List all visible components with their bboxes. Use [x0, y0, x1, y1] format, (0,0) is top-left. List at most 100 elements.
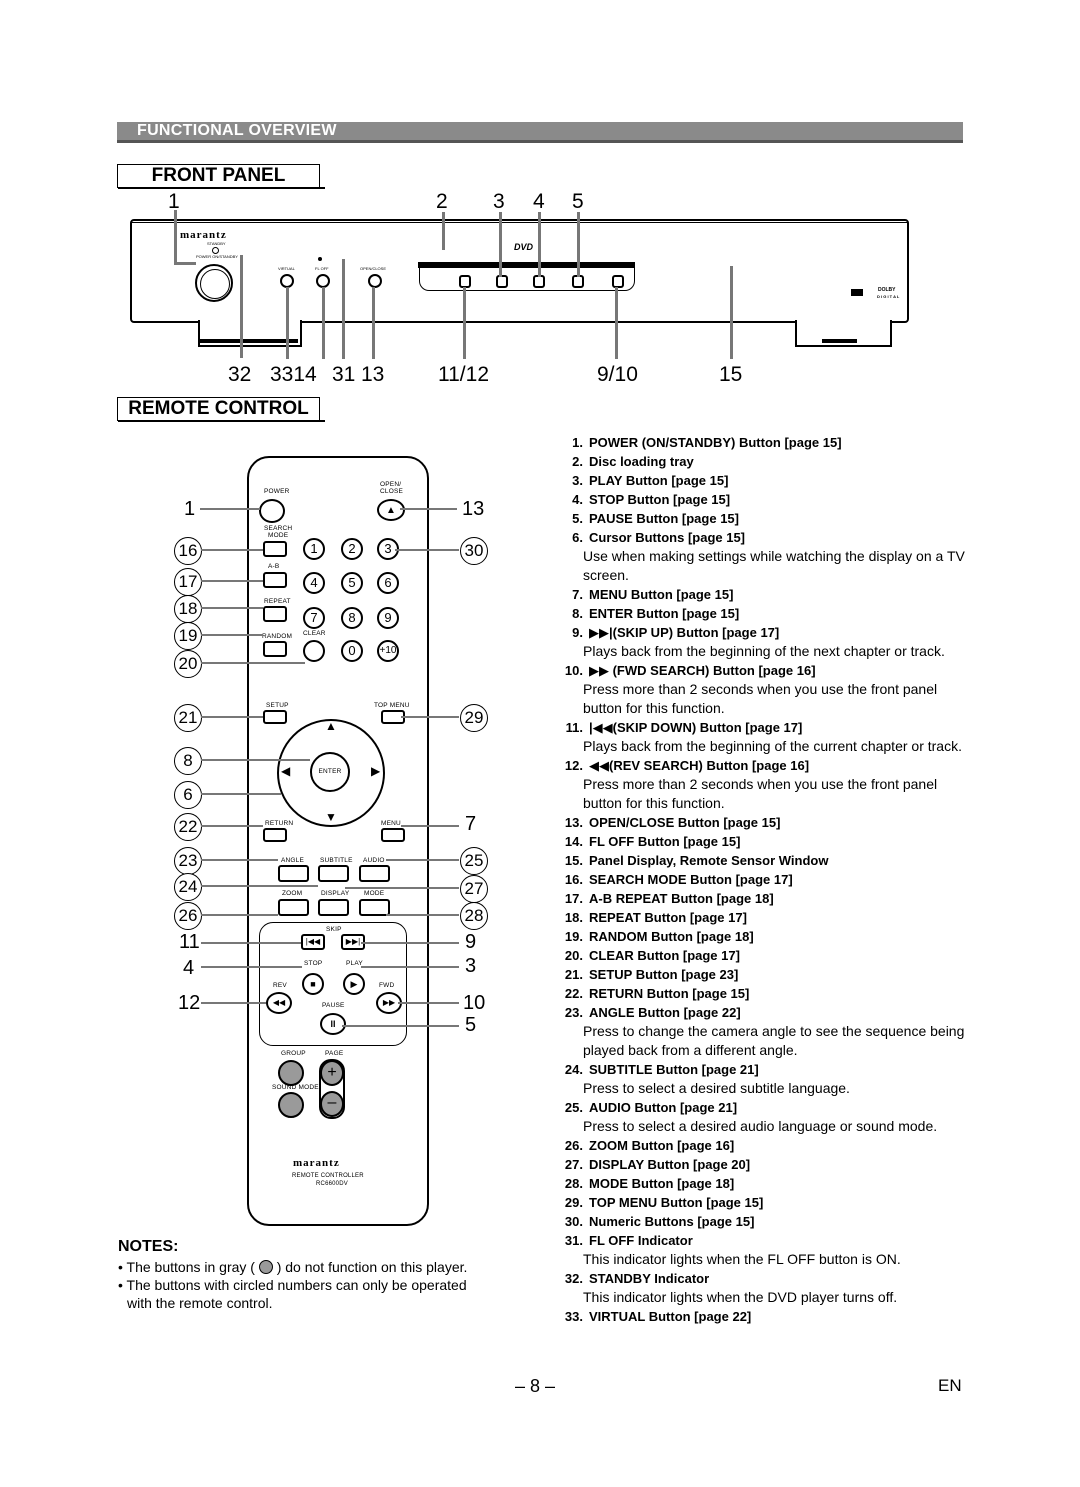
list-item-title: Cursor Buttons [page 15]: [589, 530, 746, 545]
sound-mode-button[interactable]: [278, 1092, 304, 1118]
play-button-panel[interactable]: [496, 275, 508, 288]
power-button-remote[interactable]: [259, 499, 285, 523]
pause-label: PAUSE: [322, 1002, 345, 1009]
fwd-label: FWD: [379, 982, 395, 989]
audio-button[interactable]: [359, 865, 390, 882]
digital-logo: D I G I T A L: [877, 294, 900, 299]
list-item: 29.TOP MENU Button [page 15]: [545, 1193, 975, 1212]
list-item: 6.Cursor Buttons [page 15]: [545, 528, 975, 547]
fl-off-indicator: [318, 257, 322, 261]
angle-button[interactable]: [278, 865, 309, 882]
display-button[interactable]: [318, 899, 349, 916]
num-2-button[interactable]: 2: [341, 538, 363, 560]
dvd-logo: DVD: [514, 242, 534, 252]
zoom-button[interactable]: [278, 899, 309, 916]
random-button[interactable]: [263, 641, 287, 657]
skip-label: SKIP: [326, 926, 342, 933]
callout-top-1: 1: [168, 190, 180, 213]
remote-callout-8: 8: [174, 747, 202, 775]
menu-button[interactable]: [381, 828, 405, 842]
skip-down-button-remote[interactable]: |◀◀: [301, 934, 325, 950]
list-item-number: 17.: [564, 891, 583, 906]
open-close-button-remote[interactable]: ▲: [377, 499, 405, 521]
ab-label: A-B: [268, 563, 280, 570]
num-4-button[interactable]: 4: [303, 572, 325, 594]
power-button-panel[interactable]: [195, 264, 233, 302]
stop-button-remote[interactable]: ■: [302, 973, 324, 995]
list-item-number: 24.: [564, 1062, 583, 1077]
cursor-down-button[interactable]: ▼: [325, 810, 337, 824]
list-item-number: 32.: [564, 1271, 583, 1286]
list-item: 9.▶▶|(SKIP UP) Button [page 17]: [545, 623, 975, 642]
top-menu-label: TOP MENU: [374, 702, 410, 709]
search-mode-button[interactable]: [263, 541, 287, 557]
remote-callout-23: 23: [174, 847, 202, 875]
list-item: 24.SUBTITLE Button [page 21]: [545, 1060, 975, 1079]
audio-label: AUDIO: [363, 857, 385, 864]
list-item: 16.SEARCH MODE Button [page 17]: [545, 870, 975, 889]
num-5-button[interactable]: 5: [341, 572, 363, 594]
list-item-number: 23.: [564, 1005, 583, 1020]
enter-button[interactable]: ENTER: [310, 752, 350, 792]
list-item: 21.SETUP Button [page 23]: [545, 965, 975, 984]
num-9-button[interactable]: 9: [377, 607, 399, 629]
power-label: POWER ON/STANDBY: [196, 254, 238, 259]
list-item-title: POWER (ON/STANDBY) Button [page 15]: [589, 435, 842, 450]
callout-bottom-3314: 3314: [270, 363, 317, 386]
list-item-title: VIRTUAL Button [page 22]: [589, 1309, 752, 1324]
subtitle-button[interactable]: [318, 865, 349, 882]
open-label-1: OPEN/: [380, 481, 402, 488]
dolby-logo: DOLBY: [878, 287, 896, 293]
remote-callout-9: 9: [465, 931, 477, 953]
list-item-number: 15.: [564, 853, 583, 868]
list-item-title: ◀◀(REV SEARCH) Button [page 16]: [589, 758, 810, 773]
num-0-button[interactable]: 0: [341, 640, 363, 662]
list-item-title: RETURN Button [page 15]: [589, 986, 750, 1001]
random-label: RANDOM: [262, 633, 293, 640]
zoom-label: ZOOM: [282, 890, 303, 897]
setup-button[interactable]: [263, 710, 287, 724]
list-item-description: Plays back from the beginning of the nex…: [583, 643, 945, 659]
ab-repeat-button[interactable]: [263, 572, 287, 588]
clear-label: CLEAR: [303, 630, 326, 637]
virtual-button[interactable]: [280, 274, 294, 288]
list-item-number: 7.: [572, 587, 583, 602]
open-close-button-panel[interactable]: [368, 274, 382, 288]
list-item: 32.STANDBY Indicator: [545, 1269, 975, 1288]
page-minus-button[interactable]: –: [320, 1091, 344, 1117]
remote-callout-16: 16: [174, 537, 202, 565]
fl-off-button[interactable]: [316, 274, 330, 288]
list-item-title: DISPLAY Button [page 20]: [589, 1157, 751, 1172]
return-button[interactable]: [263, 828, 287, 842]
notes-title: NOTES:: [118, 1238, 179, 1255]
list-item: 11.|◀◀(SKIP DOWN) Button [page 17]: [545, 718, 975, 737]
list-item: 26.ZOOM Button [page 16]: [545, 1136, 975, 1155]
skip-up-button-panel[interactable]: [612, 275, 624, 288]
sound-mode-label: SOUND MODE: [272, 1084, 319, 1091]
play-button-remote[interactable]: ▶: [343, 973, 365, 995]
transport-area: [259, 922, 407, 1046]
pause-button-remote[interactable]: II: [320, 1013, 346, 1035]
num-1-button[interactable]: 1: [303, 538, 325, 560]
clear-button[interactable]: [303, 640, 325, 662]
group-button[interactable]: [278, 1060, 304, 1086]
num-6-button[interactable]: 6: [377, 572, 399, 594]
list-item-number: 2.: [572, 454, 583, 469]
remote-callout-30: 30: [460, 537, 488, 565]
callout-bottom-31: 31: [332, 363, 356, 386]
num-8-button[interactable]: 8: [341, 607, 363, 629]
page-plus-button[interactable]: +: [320, 1060, 344, 1086]
list-item-number: 1.: [572, 435, 583, 450]
callout-bottom-9-10: 9/10: [597, 363, 638, 386]
cursor-left-button[interactable]: ◀: [281, 764, 291, 778]
num-plus10-button[interactable]: +10: [377, 640, 399, 662]
cursor-right-button[interactable]: ▶: [371, 764, 381, 778]
cursor-up-button[interactable]: ▲: [325, 719, 337, 733]
setup-label: SETUP: [266, 702, 289, 709]
repeat-button[interactable]: [263, 606, 287, 622]
rev-search-button[interactable]: ◀◀: [266, 992, 292, 1014]
list-item-description: Press more than 2 seconds when you use t…: [583, 776, 938, 811]
num-7-button[interactable]: 7: [303, 607, 325, 629]
mode-button[interactable]: [359, 899, 390, 916]
list-item-title: PAUSE Button [page 15]: [589, 511, 739, 526]
